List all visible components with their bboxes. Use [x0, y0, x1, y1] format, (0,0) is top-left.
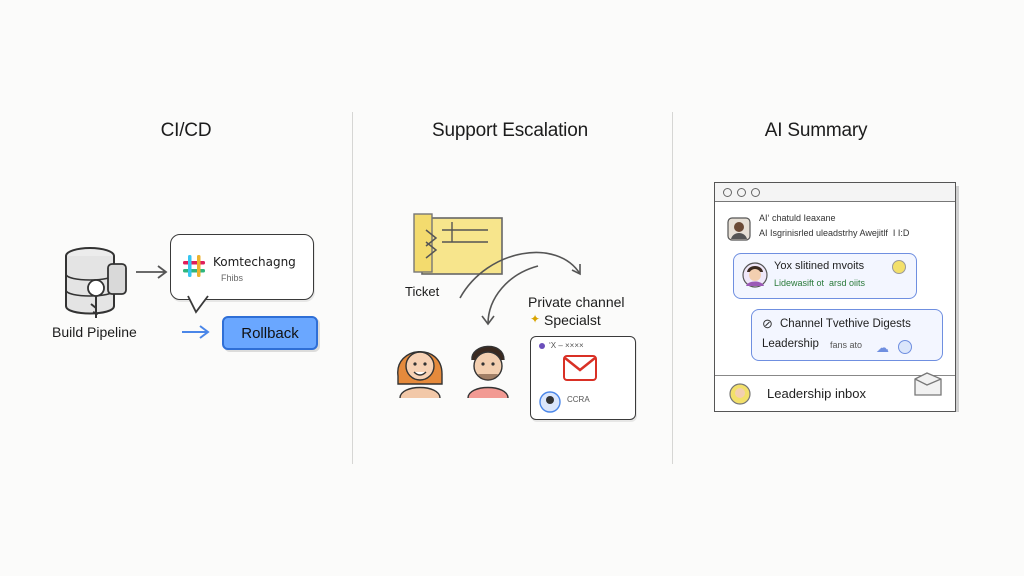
bubble-1-line-1: Yox slitined mvoits [774, 260, 865, 272]
gmail-icon [563, 355, 597, 381]
support-title: Support Escalation [432, 120, 588, 141]
card-header-text: ‘X – ×××× [549, 341, 584, 350]
inbox-tray-icon [914, 372, 942, 396]
slack-logo-icon [183, 255, 205, 277]
bubble-1-badge-icon [892, 260, 906, 274]
card-dot-icon [539, 343, 545, 349]
bubble-2-line-1: Channel Tvethive Digests [780, 318, 911, 330]
cicd-title: CI/CD [160, 120, 212, 141]
leadership-inbox-label[interactable]: Leadership inbox [767, 386, 867, 401]
message-line-1: Komtechagng [213, 255, 296, 269]
agent-avatar-icon [397, 351, 443, 399]
window-dot-3[interactable] [751, 188, 760, 197]
window-titlebar [715, 183, 955, 202]
specialist-avatar-icon [467, 345, 509, 399]
app-window: AI‘ chatuld Ieaxane AI Isgrinisrled ulea… [714, 182, 956, 412]
private-channel-label: Private channel [528, 294, 625, 310]
inbox-divider [715, 375, 955, 376]
arrow-to-message [136, 265, 168, 279]
message-line-2: Fhibs [221, 273, 244, 283]
summary-bubble-2[interactable]: ⊘ Channel Tvethive Digests Leadership fa… [751, 309, 943, 361]
message-tail [187, 295, 209, 314]
ticket-label: Ticket [405, 284, 440, 299]
summary-header-line-1: AI‘ chatuld Ieaxane [759, 213, 836, 223]
link-icon: ⊘ [762, 316, 773, 331]
bubble-1-line-2: Lidewasift ot arsd oiits [774, 278, 866, 288]
divider-right [672, 112, 673, 464]
window-shadow [956, 186, 959, 412]
rollback-button[interactable]: Rollback [222, 316, 318, 350]
divider-left [352, 112, 353, 464]
slack-message-card: Komtechagng Fhibs [170, 234, 314, 300]
user-badge-icon [539, 391, 561, 413]
window-dot-2[interactable] [737, 188, 746, 197]
bubble-2-line-2: Leadership [762, 338, 819, 350]
bubble-2-cloud-icon: ☁ [876, 340, 889, 355]
window-dot-1[interactable] [723, 188, 732, 197]
build-pipeline-label: Build Pipeline [52, 324, 137, 340]
summary-bubble-1[interactable]: Yox slitined mvoits Lidewasift ot arsd o… [733, 253, 917, 299]
escalation-arrows [459, 251, 581, 326]
inbox-avatar-icon [729, 383, 751, 405]
ticket-icon [413, 213, 503, 275]
summary-header-line-2: AI Isgrinisrled uleadstrhy Awejitlf I I:… [759, 228, 910, 238]
bubble-2-badge-icon [898, 340, 912, 354]
rollback-label: Rollback [241, 324, 299, 342]
bot-avatar-icon [727, 217, 751, 241]
specialist-email-card: ‘X – ×××× CCRA [530, 336, 636, 420]
ai-title: AI Summary [764, 120, 868, 141]
specialist-label: Specialst [544, 312, 601, 328]
specialist-star-icon: ✦ [530, 312, 541, 326]
user-avatar-icon [742, 262, 768, 288]
bubble-2-suffix: fans ato [830, 340, 863, 350]
arrow-to-rollback [182, 325, 210, 339]
database-wrench-icon [65, 247, 127, 318]
card-footer-text: CCRA [567, 395, 590, 404]
